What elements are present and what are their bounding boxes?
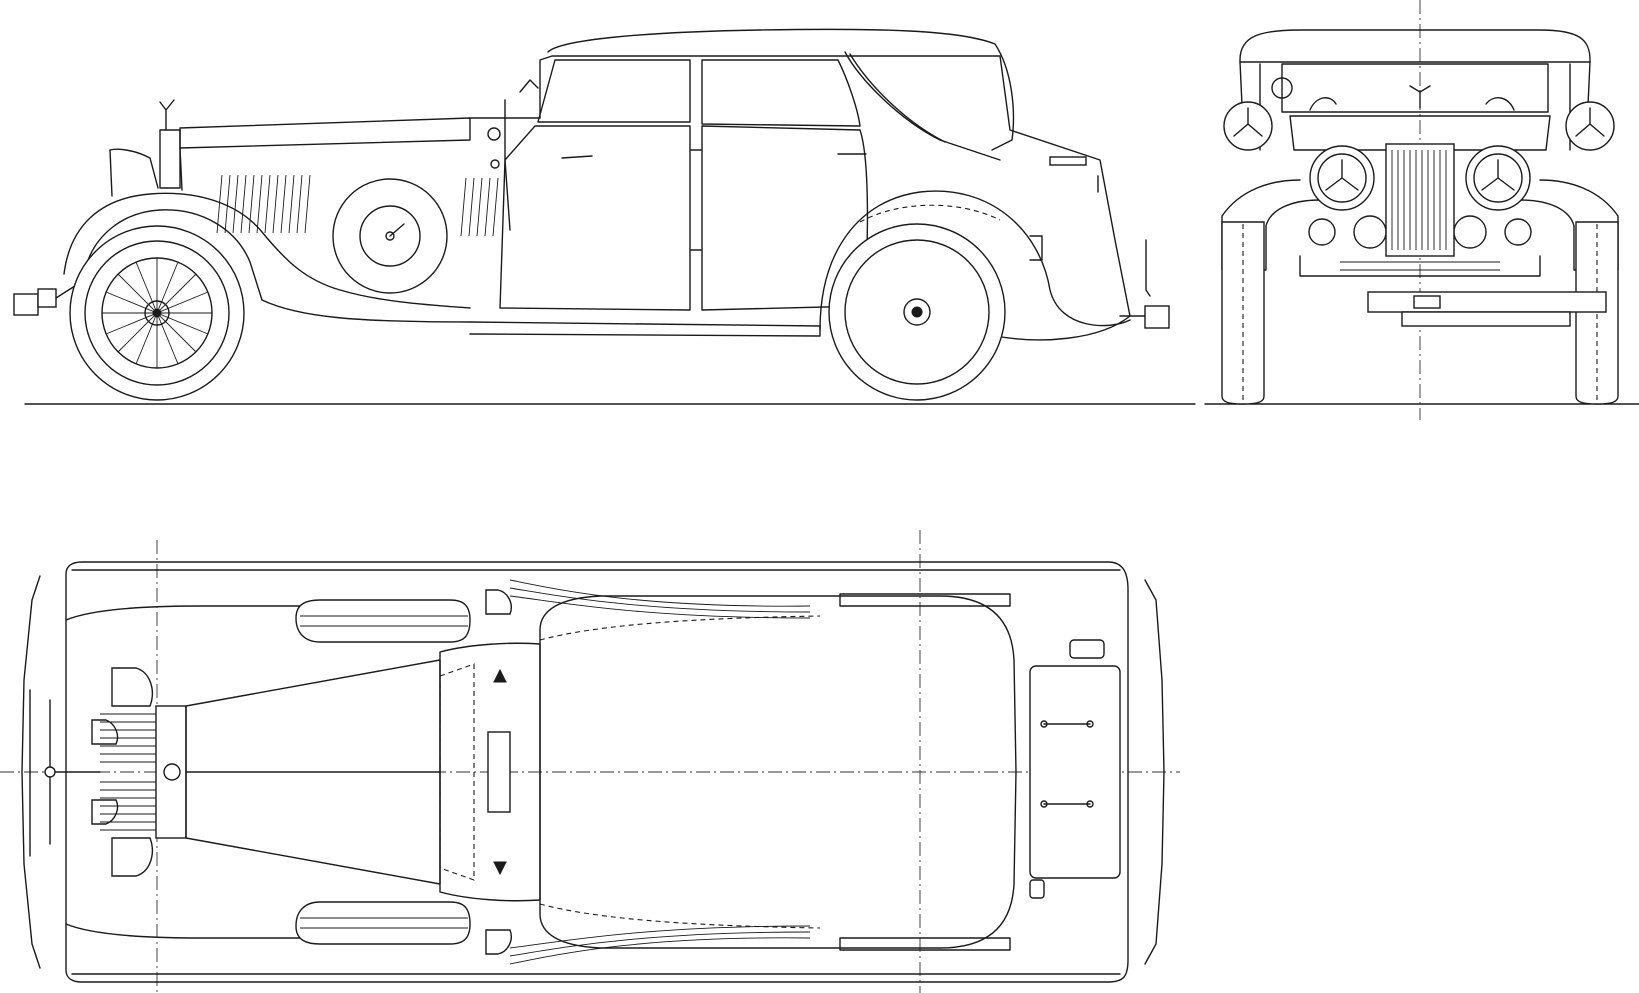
front-wheel-left [1221,221,1265,405]
side-radiator [159,129,181,189]
top-spare-wheel-lower [295,901,471,945]
side-bonnet [179,117,471,149]
front-wheel-right [1575,221,1619,405]
front-view [1204,0,1639,420]
top-front-fender-upper [65,605,311,621]
side-rear-bumper [1144,305,1170,329]
front-fog-lamp-4 [1504,218,1532,246]
side-rear-window [701,59,861,127]
side-view [13,28,1196,405]
front-mascot [1409,85,1431,109]
side-front-door [499,125,691,311]
top-spare-wheel-upper [295,599,471,643]
front-fog-lamp-3 [1453,215,1487,249]
top-headlamp-upper [111,667,154,707]
side-front-window [537,59,691,123]
top-trunk [1029,665,1121,879]
front-radiator-grille [1385,143,1455,257]
top-side-flutes [509,579,811,965]
side-rear-wheel [828,223,1006,401]
side-mascot [159,99,175,131]
front-windscreen [1281,63,1549,113]
top-windscreen-slot [487,731,511,813]
top-view [0,530,1180,993]
top-headlamp-lower [111,837,154,877]
top-soft-top [539,595,1017,949]
top-front-bumper [21,575,41,969]
side-bonnet-louvres [216,174,499,237]
front-soft-top [1239,29,1591,63]
side-front-fender [63,192,471,309]
front-fog-lamp-1 [1308,218,1336,246]
side-front-bumper [13,293,39,316]
front-side-lamp-left [1223,101,1273,151]
side-front-wheel [69,225,245,401]
top-rear-bumper [1144,579,1165,965]
front-side-lamp-right [1565,101,1615,151]
front-fog-lamp-2 [1353,215,1387,249]
side-running-board [261,299,821,337]
top-radiator [155,705,187,839]
top-mascot [163,763,181,781]
side-soft-top [547,28,1015,151]
top-front-fender-lower [65,923,311,939]
front-bumper [1367,291,1607,313]
side-rear-fender [819,190,1131,331]
side-body [469,55,1131,341]
top-body-outline [65,561,1129,983]
